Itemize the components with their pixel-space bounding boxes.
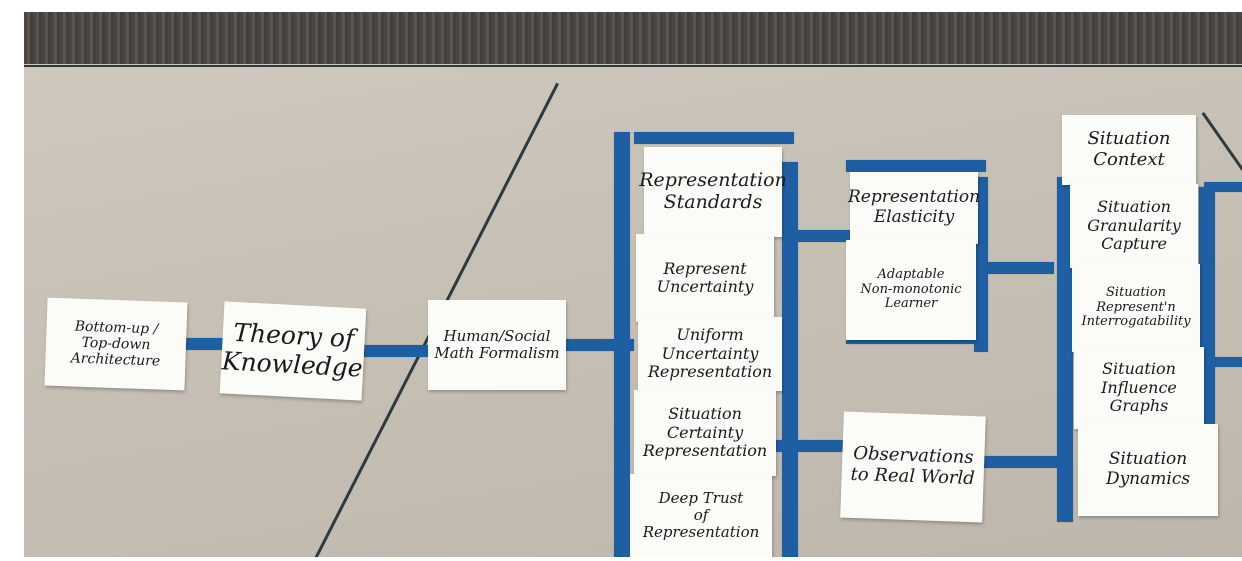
card-uniform-uncertainty-representation: Uniform Uncertainty Representation — [638, 317, 782, 391]
card-representation-elasticity: Representation Elasticity — [848, 172, 980, 244]
card-theory-of-knowledge: Theory of Knowledge — [219, 301, 367, 401]
card-bottom-up-architecture: Bottom-up / Top-down Architecture — [44, 297, 188, 391]
tape-bracket — [782, 162, 798, 557]
tape-connector — [969, 456, 1069, 468]
floor-seam — [24, 65, 1242, 67]
tape-bracket — [614, 132, 630, 557]
card-situation-granularity-capture: Situation Granularity Capture — [1070, 184, 1198, 268]
card-situation-representation-interrogatability: Situation Represent'n Interrogatability — [1072, 264, 1200, 352]
card-human-social-math-formalism: Human/Social Math Formalism — [428, 300, 566, 390]
card-situation-context: Situation Context — [1062, 115, 1196, 185]
tape-bracket — [846, 160, 986, 172]
tape-connector — [1214, 357, 1242, 367]
tape-connector — [179, 338, 229, 350]
card-adaptable-learner: Adaptable Non-monotonic Learner — [846, 240, 976, 340]
photo: Bottom-up / Top-down Architecture Theory… — [24, 12, 1242, 557]
card-situation-dynamics: Situation Dynamics — [1078, 424, 1218, 516]
tape-connector — [1204, 182, 1242, 192]
tape-connector — [974, 262, 1054, 274]
card-situation-influence-graphs: Situation Influence Graphs — [1074, 347, 1204, 429]
tape-connector — [784, 230, 864, 242]
tape-bracket — [1057, 177, 1073, 522]
card-represent-uncertainty: Represent Uncertainty — [636, 234, 774, 322]
card-deep-trust-of-representation: Deep Trust of Representation — [630, 474, 772, 557]
card-situation-certainty-representation: Situation Certainty Representation — [634, 390, 776, 476]
card-representation-standards: Representation Standards — [639, 147, 787, 237]
tape-bracket — [634, 132, 794, 144]
card-observations-to-real-world: Observations to Real World — [840, 411, 986, 523]
tape-connector — [364, 345, 434, 357]
